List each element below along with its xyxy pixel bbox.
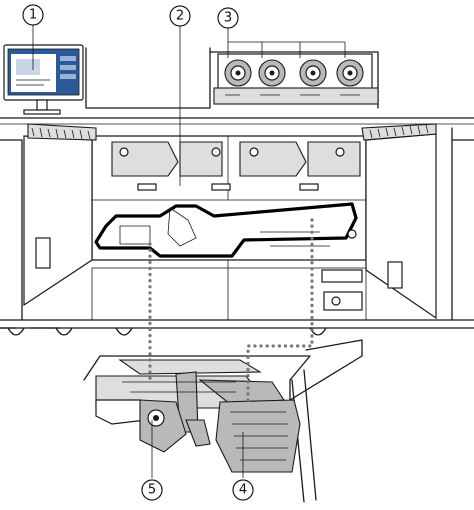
callout-2: 2 — [169, 5, 191, 27]
control-panel-monitor — [3, 44, 84, 115]
callout-leaders — [32, 25, 346, 478]
callout-3: 3 — [217, 7, 239, 29]
toner-cartridge-icon — [258, 59, 286, 87]
callout-3-label: 3 — [224, 11, 232, 26]
callout-5-label: 5 — [148, 483, 156, 498]
machine-body — [0, 117, 474, 336]
toner-cartridge-icon — [224, 59, 252, 87]
callout-1-label: 1 — [29, 8, 37, 23]
front-left-door — [23, 123, 97, 307]
toner-cartridge-icon — [336, 59, 364, 87]
transfer-drawer — [83, 339, 363, 503]
callout-4-label: 4 — [239, 483, 247, 498]
guide-lines — [148, 218, 314, 406]
callout-5: 5 — [141, 479, 163, 501]
callout-4: 4 — [232, 479, 254, 501]
front-right-door — [361, 123, 437, 320]
toner-cartridge-icon — [299, 59, 327, 87]
callout-1: 1 — [22, 4, 44, 26]
callout-2-label: 2 — [176, 9, 184, 24]
toner-cartridge-group — [224, 59, 364, 87]
